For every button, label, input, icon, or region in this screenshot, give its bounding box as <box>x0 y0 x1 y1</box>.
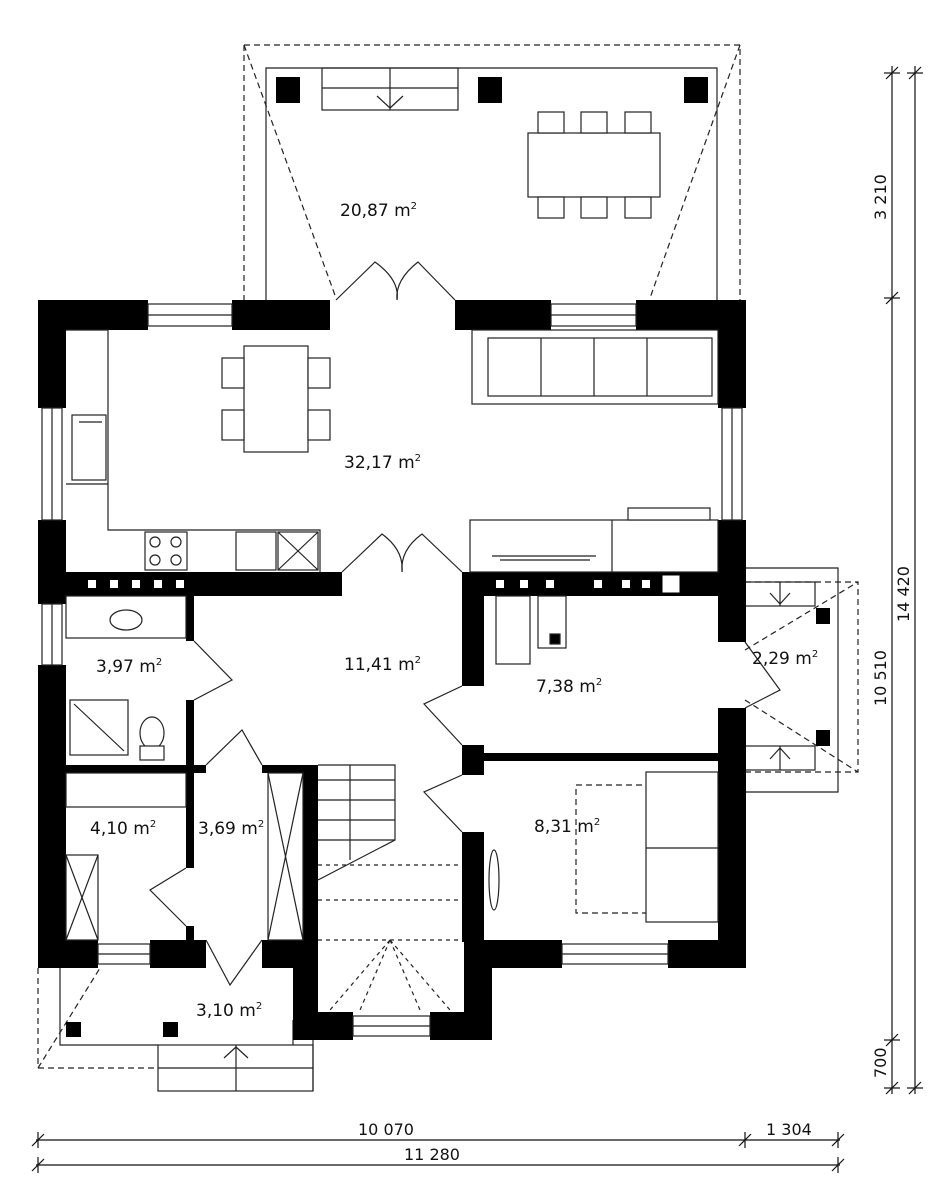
interior-walls <box>66 572 718 945</box>
area-label-porch-side: 2,29 m2 <box>752 649 818 669</box>
doors <box>149 261 781 987</box>
area-label-terrace: 20,87 m2 <box>340 201 417 221</box>
dim-depth-entry: 700 <box>871 1047 890 1078</box>
furniture <box>65 329 719 1011</box>
area-label-room-small: 7,38 m2 <box>536 677 602 697</box>
windows <box>41 303 743 1037</box>
dim-width-main: 10 070 <box>358 1120 414 1139</box>
dim-width-porch: 1 304 <box>766 1120 812 1139</box>
outer-walls <box>38 300 746 1040</box>
wall-vents <box>88 574 681 594</box>
area-label-entry: 3,10 m2 <box>196 1001 262 1021</box>
dim-width-total: 11 280 <box>404 1145 460 1164</box>
dim-depth-total: 14 420 <box>894 566 913 622</box>
area-label-living: 32,17 m2 <box>344 453 421 473</box>
area-label-hall: 11,41 m2 <box>344 655 421 675</box>
area-label-corridor: 3,69 m2 <box>198 819 264 839</box>
area-labels: 20,87 m2 32,17 m2 11,41 m2 3,97 m2 7,38 … <box>90 201 818 1021</box>
area-label-bath: 3,97 m2 <box>96 657 162 677</box>
dimension-lines <box>31 66 923 1173</box>
entry-posts <box>66 1022 178 1037</box>
terrace <box>243 44 741 300</box>
dimension-labels: 10 070 1 304 11 280 3 210 10 510 14 420 … <box>358 174 913 1164</box>
side-porch <box>744 567 859 793</box>
dim-depth-house: 10 510 <box>871 650 890 706</box>
side-porch-posts <box>816 608 830 746</box>
dim-depth-terrace: 3 210 <box>871 174 890 220</box>
terrace-posts <box>276 77 708 103</box>
terrace-dining-set <box>527 111 661 219</box>
area-label-pantry: 4,10 m2 <box>90 819 156 839</box>
area-label-bedroom: 8,31 m2 <box>534 817 600 837</box>
